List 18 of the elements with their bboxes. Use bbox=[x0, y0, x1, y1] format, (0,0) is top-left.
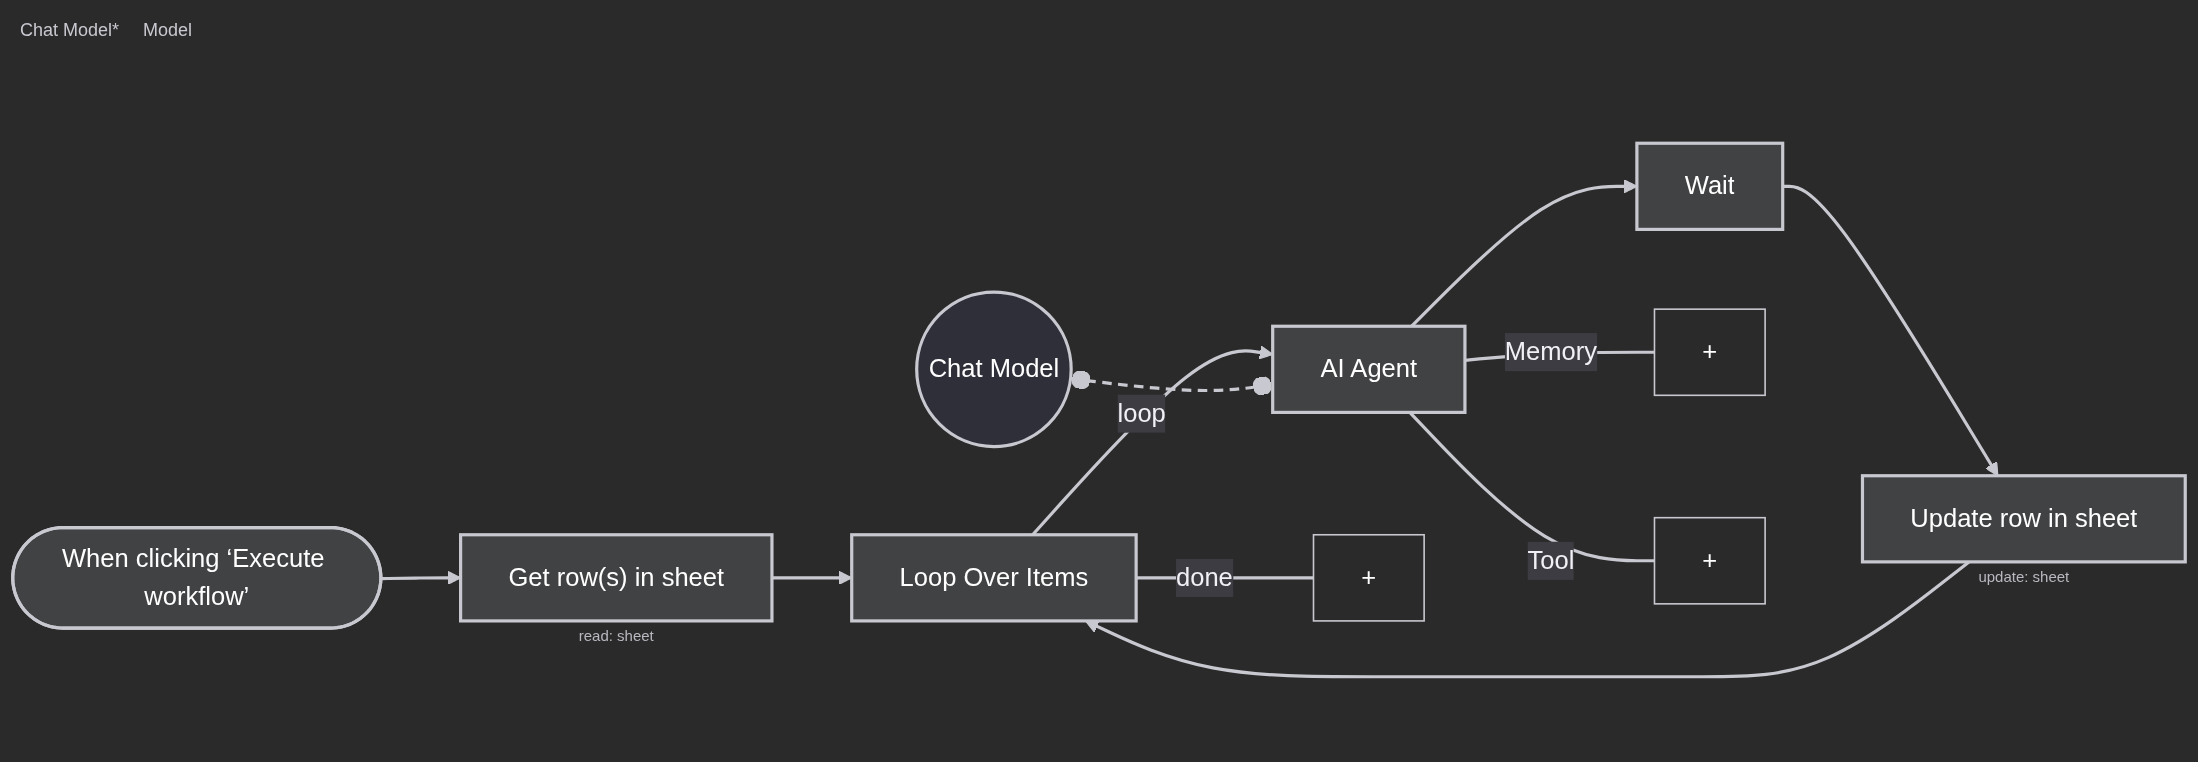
node-caption: read: sheet bbox=[578, 626, 654, 644]
node-box: + bbox=[1312, 533, 1425, 622]
node-box: + bbox=[1653, 308, 1766, 397]
node-box: + bbox=[1653, 516, 1766, 605]
edge-label: loop bbox=[1117, 399, 1166, 427]
node-box: Loop Over Items bbox=[850, 533, 1138, 623]
arrow bbox=[1084, 560, 1970, 679]
node-box: Wait bbox=[1635, 141, 1785, 231]
node-box: Get row(s) in sheet bbox=[459, 533, 774, 623]
node-caption: update: sheet bbox=[1978, 567, 2070, 585]
port-label: Model bbox=[143, 20, 193, 41]
node-box: Update row in sheet bbox=[1860, 474, 2187, 564]
port-label: Chat Model* bbox=[20, 20, 120, 41]
node-box: AI Agent bbox=[1271, 324, 1467, 414]
edge-label: Memory bbox=[1504, 337, 1597, 365]
edge-label: Tool bbox=[1527, 546, 1575, 574]
node-circle: Chat Model bbox=[915, 290, 1073, 449]
edge-label: done bbox=[1176, 563, 1233, 591]
